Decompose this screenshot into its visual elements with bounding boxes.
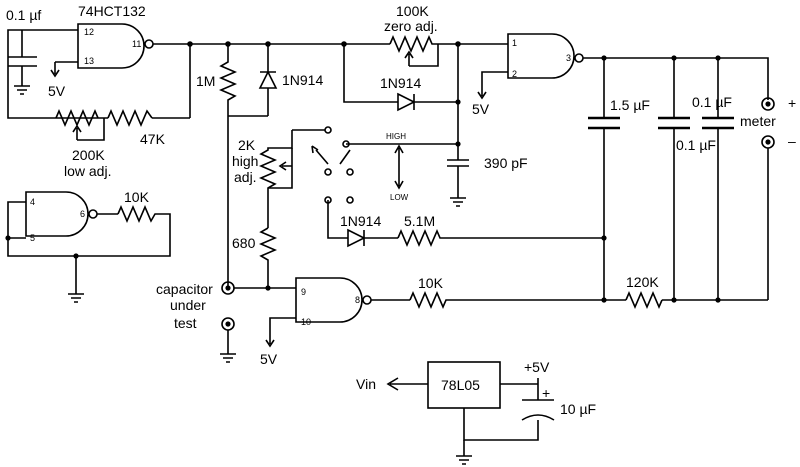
label-cap-top: 0.1 µf: [6, 7, 41, 23]
pot-200k: [55, 108, 105, 141]
resistor-680: [258, 227, 278, 288]
gate-u1b: [477, 33, 769, 100]
label-10uf: 10 µF: [560, 401, 596, 417]
label-pin3: 3: [566, 53, 571, 63]
label-10k-b: 10K: [418, 275, 444, 291]
label-pin9: 9: [301, 287, 306, 297]
label-pot200k: 200K: [72, 147, 105, 163]
label-pin4: 4: [30, 197, 35, 207]
label-5.1m: 5.1M: [404, 213, 435, 229]
label-390pf: 390 pF: [484, 155, 528, 171]
label-meter-minus: –: [788, 133, 796, 149]
label-meter: meter: [740, 113, 776, 129]
label-5v-b: 5V: [472, 101, 490, 117]
label-pot2k: 2K: [238, 137, 256, 153]
cap-1.5uF: [588, 58, 620, 300]
label-5v-c: 5V: [260, 351, 278, 367]
label-cut1: capacitor: [156, 281, 213, 297]
label-1.5uf: 1.5 µF: [610, 97, 650, 113]
gate-u1d: [5, 191, 171, 303]
pot-2k: [258, 130, 293, 228]
resistor-10k-a: [117, 204, 158, 224]
label-low: LOW: [390, 193, 409, 202]
label-cut3: test: [174, 315, 197, 331]
label-pin12: 12: [84, 27, 94, 37]
label-cut2: under: [170, 297, 206, 313]
gate-u1a: [50, 23, 190, 78]
label-5v-a: 5V: [48, 83, 66, 99]
node-458: [346, 44, 469, 207]
label-pin11: 11: [132, 39, 141, 49]
label-120k: 120K: [626, 274, 659, 290]
meter-terminals: [761, 97, 775, 300]
range-switch: [292, 126, 354, 239]
label-high-adj1: high: [232, 153, 258, 169]
label-pin1: 1: [512, 38, 517, 48]
label-d2: 1N914: [380, 75, 421, 91]
label-low-adj: low adj.: [64, 163, 111, 179]
resistor-47k: [107, 108, 153, 128]
label-high-adj2: adj.: [234, 169, 257, 185]
label-pin13: 13: [84, 56, 94, 66]
resistor-10k-b: [409, 290, 604, 310]
label-pin10: 10: [301, 317, 311, 327]
label-78l05: 78L05: [441, 377, 480, 393]
input-capacitor: [8, 29, 78, 95]
label-cap-plus: +: [542, 385, 550, 401]
label-680: 680: [232, 235, 256, 251]
label-zero-adj: zero adj.: [384, 18, 438, 34]
label-pot100k: 100K: [396, 3, 429, 19]
cap-0.1uF-b: [702, 58, 734, 300]
diode-1n914-a: [228, 44, 278, 117]
label-0.1uf-a: 0.1 µF: [676, 137, 716, 153]
label-5v-out: +5V: [524, 359, 550, 375]
label-meter-plus: +: [788, 95, 796, 111]
regulator-78l05: [386, 361, 555, 465]
pot-100k: [389, 34, 439, 67]
label-47k: 47K: [140, 131, 166, 147]
label-1m: 1M: [196, 73, 215, 89]
resistor-120k: [625, 290, 663, 310]
resistor-1m: [218, 44, 238, 288]
cut-terminals: [220, 281, 296, 363]
label-d1: 1N914: [282, 72, 323, 88]
gate-u1c: [265, 277, 410, 348]
label-pin2: 2: [512, 69, 517, 79]
cap-0.1uF-a: [658, 58, 690, 300]
resistor-5.1m: [397, 228, 604, 248]
label-vin: Vin: [356, 376, 376, 392]
label-d3: 1N914: [340, 213, 381, 229]
label-pin8: 8: [355, 295, 360, 305]
label-pin6: 6: [80, 209, 85, 219]
diode-1n914-c: [346, 228, 398, 248]
feedback-wire-u1: [7, 29, 191, 119]
label-0.1uf-b: 0.1 µF: [692, 94, 732, 110]
high-low-arrow: [394, 144, 404, 190]
label-high: HIGH: [386, 132, 406, 141]
label-chip: 74HCT132: [78, 3, 146, 19]
label-10k-a: 10K: [124, 189, 150, 205]
label-pin5: 5: [30, 233, 35, 243]
